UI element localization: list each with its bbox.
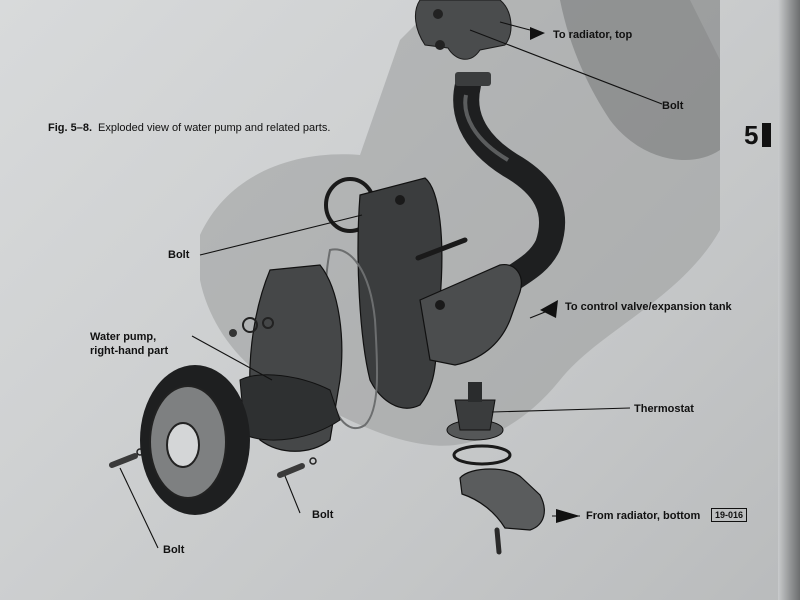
engine-upper-detail bbox=[560, 0, 720, 160]
callout-water-pump-line1: Water pump, bbox=[90, 331, 157, 343]
section-tab-marker bbox=[762, 123, 772, 147]
housing-bolt-hole bbox=[395, 195, 405, 205]
figure-number: Fig. 5–8. bbox=[48, 122, 93, 134]
housing-bolt-hole bbox=[435, 40, 445, 50]
callout-control-valve: To control valve/expansion tank bbox=[565, 301, 732, 313]
pulley-hub bbox=[166, 422, 200, 468]
page-binding-edge bbox=[778, 0, 800, 600]
section-number: 5 bbox=[744, 120, 759, 150]
washer bbox=[229, 329, 237, 337]
figure-caption: Fig. 5–8. Exploded view of water pump and… bbox=[48, 122, 330, 134]
callout-bolt-bottom: Bolt bbox=[312, 509, 334, 521]
figure-caption-text: Exploded view of water pump and related … bbox=[98, 122, 331, 134]
leader-line-bolt-top bbox=[469, 29, 663, 105]
thermostat bbox=[454, 399, 496, 431]
callout-bolt-top: Bolt bbox=[662, 100, 684, 112]
section-tab: 5 bbox=[744, 120, 772, 151]
leader-line-water-pump bbox=[191, 335, 273, 381]
washer bbox=[262, 317, 274, 329]
housing-bolt-hole bbox=[433, 9, 443, 19]
callout-radiator-bottom: From radiator, bottom bbox=[586, 510, 701, 522]
arrow-radiator-top bbox=[530, 27, 545, 40]
callout-water-pump-line2: right-hand part bbox=[90, 345, 169, 357]
housing-bolt-hole bbox=[435, 300, 445, 310]
leader-line-radiator-top bbox=[499, 21, 531, 31]
pulley-bolt bbox=[277, 463, 305, 478]
washer bbox=[309, 457, 317, 465]
pulley-bolt bbox=[109, 453, 138, 468]
thermostat-stem bbox=[468, 382, 482, 402]
callout-thermostat: Thermostat bbox=[634, 403, 694, 415]
leader-line-bolt-mid bbox=[199, 214, 363, 256]
thermostat-seal bbox=[452, 444, 512, 466]
outlet-bolt bbox=[494, 527, 502, 555]
callout-radiator-top: To radiator, top bbox=[553, 29, 633, 41]
callout-water-pump: Water pump, right-hand part bbox=[90, 330, 168, 358]
pump-housing-right-part bbox=[419, 264, 522, 366]
callout-bolt-mid: Bolt bbox=[168, 249, 190, 261]
figure-reference-code: 19-016 bbox=[711, 508, 748, 522]
arrow-control-valve bbox=[540, 300, 558, 318]
callout-bolt-pulley: Bolt bbox=[163, 544, 185, 556]
arrow-radiator-bottom bbox=[556, 509, 580, 523]
leader-line-thermostat bbox=[491, 407, 631, 413]
leader-line-bolt-pulley bbox=[119, 467, 159, 549]
leader-line-bolt-bottom bbox=[284, 475, 301, 514]
washer bbox=[242, 317, 258, 333]
housing-bolt bbox=[415, 237, 468, 261]
lower-outlet-housing bbox=[459, 468, 545, 531]
hose-clamp bbox=[455, 72, 491, 86]
hose-highlight bbox=[463, 94, 510, 162]
pump-impeller bbox=[239, 374, 341, 441]
pump-housing-left-part bbox=[357, 177, 443, 409]
